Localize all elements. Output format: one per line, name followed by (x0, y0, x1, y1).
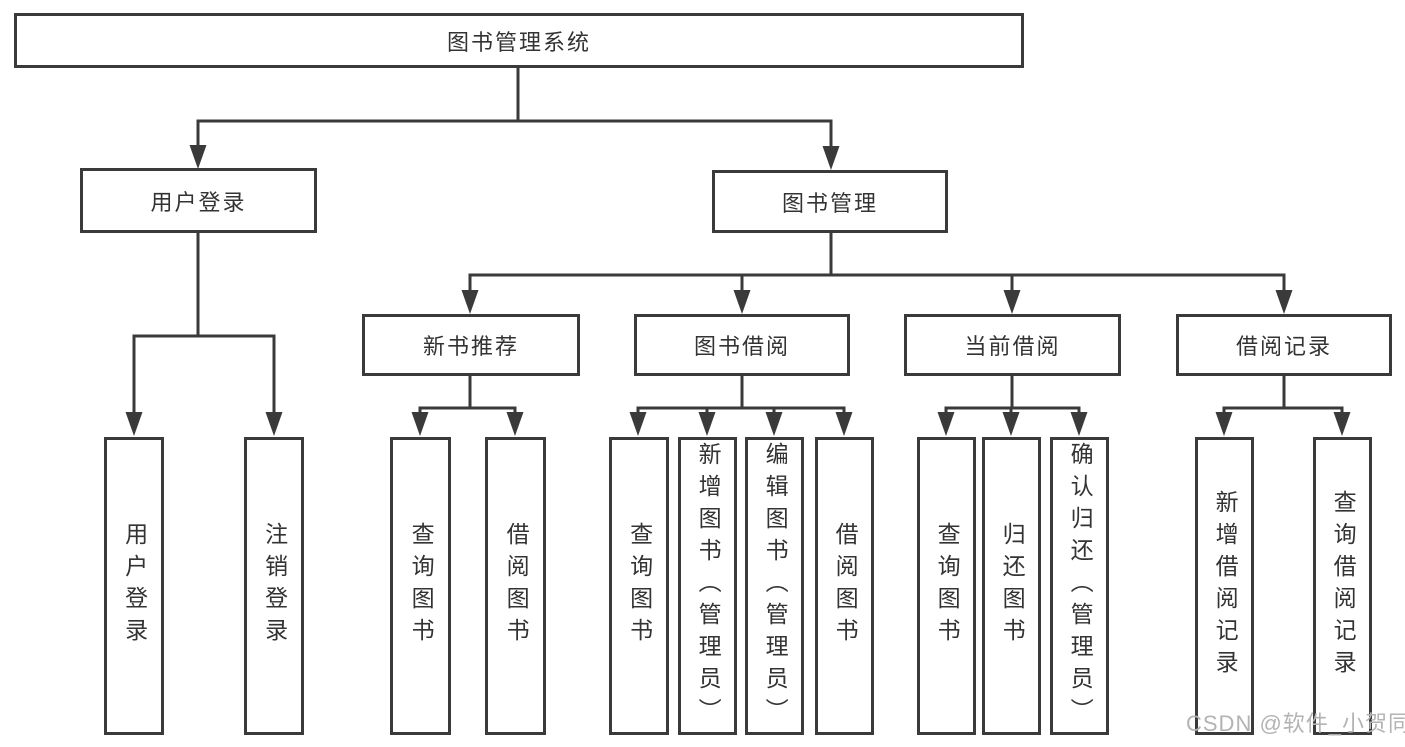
leaf-logout: 注销登录 (244, 437, 304, 735)
node-new-book-recommend: 新书推荐 (362, 314, 580, 376)
leaf-edit-books-admin: 编辑图书（管理员） (745, 437, 804, 735)
leaf-borrow-books-recommend: 借阅图书 (485, 437, 546, 735)
leaf-query-books-borrowing: 查询图书 (609, 437, 669, 735)
leaf-return-books: 归还图书 (982, 437, 1041, 735)
leaf-query-books-current: 查询图书 (917, 437, 976, 735)
node-user-login: 用户登录 (80, 168, 317, 233)
leaf-borrow-books-borrowing: 借阅图书 (815, 437, 874, 735)
node-book-borrowing: 图书借阅 (634, 314, 850, 376)
leaf-confirm-return-admin: 确认归还（管理员） (1050, 437, 1109, 735)
node-current-borrowing: 当前借阅 (904, 314, 1121, 376)
leaf-add-borrow-record: 新增借阅记录 (1195, 437, 1254, 735)
node-borrowing-records: 借阅记录 (1176, 314, 1392, 376)
watermark: CSDN @软件_小贺同学 (1186, 711, 1405, 736)
leaf-query-borrow-record: 查询借阅记录 (1313, 437, 1372, 735)
node-book-management: 图书管理 (712, 170, 948, 233)
leaf-query-books-recommend: 查询图书 (390, 437, 451, 735)
leaf-add-books-admin: 新增图书（管理员） (678, 437, 737, 735)
node-library-system: 图书管理系统 (14, 13, 1024, 68)
leaf-user-login: 用户登录 (104, 437, 164, 735)
